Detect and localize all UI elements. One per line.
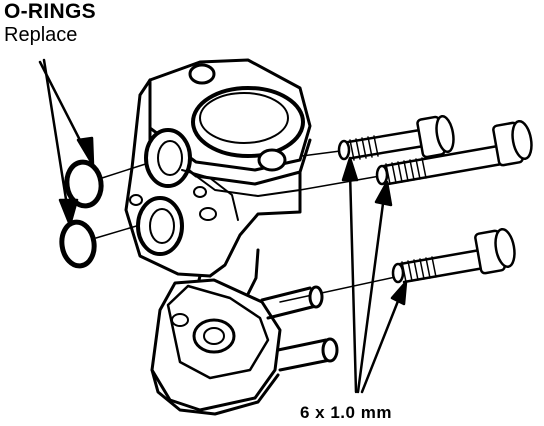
orings-action-label: Replace: [4, 24, 78, 46]
bolt-size-label: 6 x 1.0 mm: [300, 403, 392, 422]
orings-title: O-RINGS: [4, 0, 96, 23]
outlet-housing: [150, 278, 339, 416]
bolt-middle: [375, 119, 533, 186]
housing-body: [124, 58, 312, 302]
bolt-lower: [391, 227, 516, 284]
bolt-upper: [337, 114, 455, 161]
bolt-leader-arrows: [341, 156, 408, 394]
oring-lower: [59, 219, 97, 269]
oring-leader-arrows: [38, 58, 95, 227]
oring-upper: [64, 159, 104, 209]
